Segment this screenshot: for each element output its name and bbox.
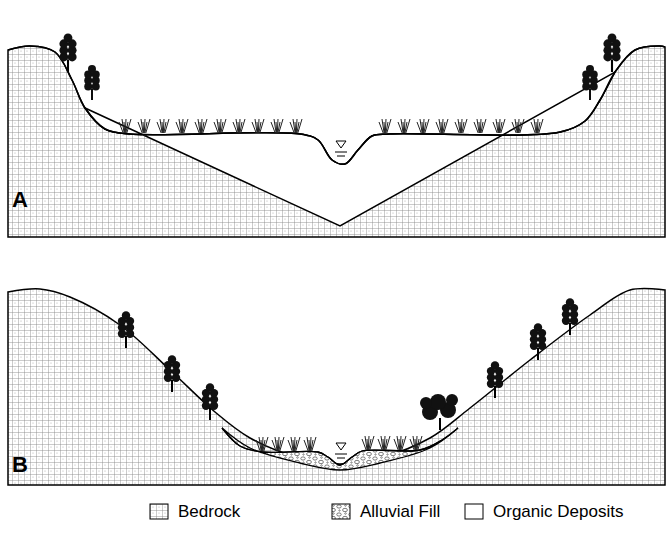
shrub-symbol	[420, 394, 458, 430]
grass-tuft	[256, 437, 268, 451]
grass-tuft	[474, 119, 486, 133]
legend-label: Alluvial Fill	[360, 502, 440, 522]
tree-symbol	[562, 298, 578, 335]
grass-tuft	[378, 436, 390, 450]
grass-tuft	[362, 436, 374, 450]
tree-symbol	[582, 65, 598, 100]
water-level-symbol	[335, 443, 347, 458]
tree-symbol	[603, 33, 620, 72]
grass-tuft	[176, 119, 188, 133]
grass-tuft	[436, 119, 448, 133]
grass-tuft	[233, 119, 245, 133]
tree-symbol	[59, 33, 76, 72]
grass-tuft	[512, 119, 524, 133]
tree-symbol	[118, 311, 134, 348]
legend-swatch	[465, 504, 483, 519]
grass-tuft	[394, 436, 406, 450]
tree-symbol	[487, 361, 503, 398]
bedrock-section	[8, 46, 665, 237]
water-level-symbol	[335, 141, 347, 156]
panel-label: B	[12, 452, 28, 478]
bedrock-section	[8, 289, 665, 485]
alluvial-fill	[222, 428, 458, 470]
grass-tuft	[304, 437, 316, 451]
grass-tuft	[252, 119, 264, 133]
grass-tuft	[214, 119, 226, 133]
grass-tuft	[379, 119, 391, 133]
valley-floor-surface	[222, 428, 458, 465]
grass-tuft	[290, 119, 302, 133]
grass-tuft	[455, 119, 467, 133]
grass-tuft	[398, 119, 410, 133]
grass-tuft	[271, 119, 283, 133]
grass-tuft	[138, 119, 150, 133]
ground-surface	[8, 46, 665, 164]
tree-symbol	[164, 355, 180, 392]
tree-symbol	[84, 65, 100, 100]
panel-label: A	[12, 187, 28, 213]
legend-label: Bedrock	[178, 502, 240, 522]
tree-symbol	[202, 383, 218, 420]
grass-tuft	[195, 119, 207, 133]
legend-swatch	[150, 504, 168, 519]
grass-tuft	[410, 436, 422, 450]
grass-tuft	[493, 119, 505, 133]
legend-swatch	[332, 504, 350, 519]
grass-tuft	[119, 119, 131, 133]
grass-tuft	[417, 119, 429, 133]
tree-symbol	[530, 323, 546, 360]
grass-tuft	[531, 119, 543, 133]
grass-tuft	[157, 119, 169, 133]
organic-deposit-fill	[85, 72, 615, 226]
grass-tuft	[272, 437, 284, 451]
grass-tuft	[288, 437, 300, 451]
legend-label: Organic Deposits	[493, 502, 623, 522]
